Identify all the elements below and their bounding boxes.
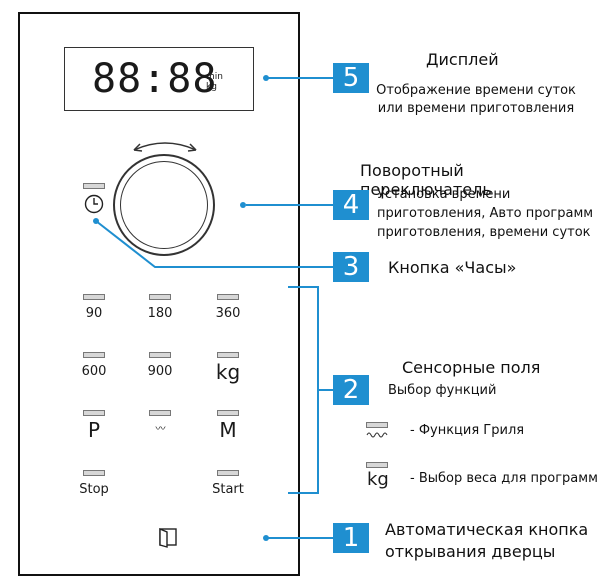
callout-1-badge: 1	[333, 523, 369, 553]
key-kg[interactable]: kg	[215, 360, 241, 384]
led-grill	[149, 410, 171, 416]
legend-grill-text: - Функция Гриля	[410, 423, 525, 438]
callout-4-title: Поворотный переключатель	[360, 161, 492, 199]
key-p[interactable]: P	[87, 418, 101, 442]
callout-1-title-1: Автоматическая кнопка	[385, 520, 589, 539]
led-stop	[83, 470, 105, 476]
callout-3-badge: 3	[333, 252, 369, 282]
rotary-knob-face[interactable]	[120, 161, 208, 249]
door-open-icon[interactable]	[156, 525, 180, 549]
callout-2-badge: 2	[333, 375, 369, 405]
callout-3-title: Кнопка «Часы»	[388, 258, 517, 277]
callout-5-desc-1: Отображение времени суток	[376, 83, 576, 98]
key-stop[interactable]: Stop	[79, 482, 109, 497]
key-600[interactable]: 600	[81, 364, 107, 379]
display-window	[64, 47, 254, 111]
rotate-arrows-icon	[133, 142, 197, 152]
callout-4-badge: 4	[333, 190, 369, 220]
display-unit-kg: kg	[206, 82, 217, 92]
clock-icon[interactable]	[83, 193, 105, 215]
legend-kg-text: - Выбор веса для программ	[410, 471, 598, 486]
grill-icon	[366, 432, 388, 438]
clock-led	[83, 183, 105, 189]
callout-1-title-2: открывания дверцы	[385, 542, 556, 561]
key-180[interactable]: 180	[147, 306, 173, 321]
display-unit-min: min	[206, 72, 223, 82]
led-180	[149, 294, 171, 300]
led-360	[217, 294, 239, 300]
legend-kg-led	[366, 462, 388, 468]
led-start	[217, 470, 239, 476]
led-900	[149, 352, 171, 358]
key-900[interactable]: 900	[147, 364, 173, 379]
callout-5-badge: 5	[333, 63, 369, 93]
callout-2-desc: Выбор функций	[388, 383, 497, 398]
display-digits: 88:88	[92, 56, 218, 102]
key-start[interactable]: Start	[212, 482, 244, 497]
key-360[interactable]: 360	[215, 306, 241, 321]
callout-4-desc-2: приготовления, Авто программ	[377, 206, 594, 221]
legend-kg-symbol: kg	[367, 469, 389, 490]
grill-icon[interactable]: 〰	[155, 424, 166, 435]
led-m	[217, 410, 239, 416]
key-m[interactable]: M	[219, 418, 237, 442]
callout-2-title: Сенсорные поля	[402, 358, 541, 377]
led-600	[83, 352, 105, 358]
led-p	[83, 410, 105, 416]
led-90	[83, 294, 105, 300]
callout-4-desc-1: Установка времени	[377, 187, 511, 202]
legend-grill-led	[366, 422, 388, 428]
callout-4-desc-3: приготовления, времени суток	[377, 225, 591, 240]
callout-5-title: Дисплей	[426, 50, 499, 69]
key-90[interactable]: 90	[85, 306, 103, 321]
callout-5-desc-2: или времени приготовления	[377, 101, 575, 116]
led-kg	[217, 352, 239, 358]
